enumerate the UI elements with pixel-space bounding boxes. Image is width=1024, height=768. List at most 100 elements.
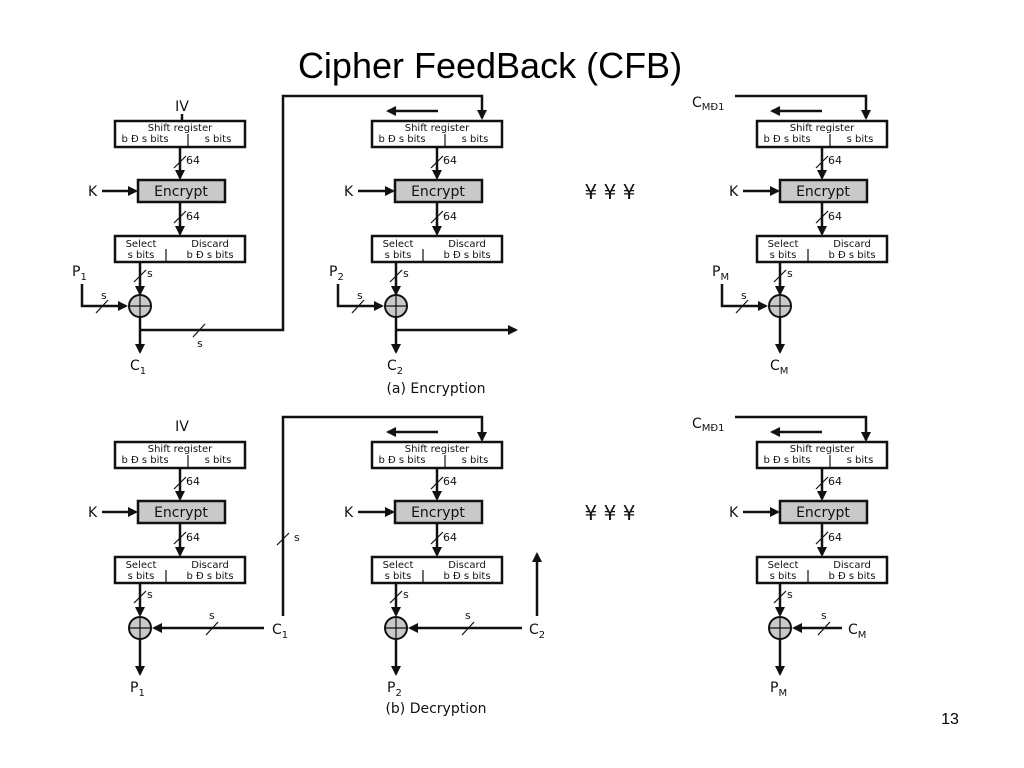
bus-slash [173, 531, 187, 545]
dec-select-discard-2 [370, 555, 504, 585]
enc-encrypt-box-1 [136, 178, 227, 204]
select-label: Select [383, 239, 414, 250]
bus-slash [773, 269, 787, 283]
s-label: s [403, 267, 409, 280]
discard-bits-label: b Đ s bits [443, 571, 490, 582]
encrypt-label: Encrypt [411, 184, 465, 200]
encryption-diagram: IV Shift register b Đ s bits s bits 64 K… [72, 94, 889, 397]
sr-right-label: s bits [205, 455, 232, 466]
s-label: s [209, 609, 215, 622]
enc-c2-label: C2 [387, 358, 403, 377]
dec-pm-label: PM [770, 680, 787, 699]
bus-slash [173, 155, 187, 169]
s-label: s [147, 588, 153, 601]
bus-slash [173, 476, 187, 490]
enc-stage-m: CMĐ1 Shift register b Đ s bits s bits 64… [692, 94, 889, 377]
bus-slash [276, 532, 290, 546]
slide-title: Cipher FeedBack (CFB) [298, 45, 682, 86]
dec-stage-2: Shift register b Đ s bits s bits 64 K En… [344, 427, 545, 699]
sr-left-label: b Đ s bits [121, 134, 168, 145]
discard-label: Discard [448, 239, 486, 250]
enc-p2-label: P2 [329, 264, 344, 283]
discard-label: Discard [833, 239, 871, 250]
width-64-label: 64 [828, 475, 842, 488]
dec-feedback-c1-to-stage-2 [281, 415, 487, 616]
discard-label: Discard [833, 560, 871, 571]
key-label: K [88, 505, 98, 521]
width-64-label: 64 [828, 531, 842, 544]
key-label: K [344, 505, 354, 521]
dec-encrypt-box-1 [136, 499, 227, 525]
sr-right-label: s bits [205, 134, 232, 145]
enc-encrypt-box-2 [393, 178, 484, 204]
bus-slash [430, 210, 444, 224]
width-64-label: 64 [828, 210, 842, 223]
select-bits-label: s bits [770, 571, 797, 582]
width-64-label: 64 [186, 210, 200, 223]
width-64-label: 64 [443, 154, 457, 167]
sr-right-label: s bits [847, 134, 874, 145]
bus-slash [173, 210, 187, 224]
dec-stage-1: IV Shift register b Đ s bits s bits 64 K… [88, 415, 487, 699]
encrypt-label: Encrypt [154, 184, 208, 200]
width-64-label: 64 [186, 475, 200, 488]
enc-stage-1: IV Shift register b Đ s bits s bits 64 K… [72, 94, 487, 377]
discard-bits-label: b Đ s bits [443, 250, 490, 261]
key-label: K [729, 184, 739, 200]
discard-bits-label: b Đ s bits [828, 250, 875, 261]
bus-slash [95, 299, 109, 314]
enc-iv-label: IV [175, 99, 189, 115]
s-label: s [197, 337, 203, 350]
s-label: s [465, 609, 471, 622]
enc-continuation-dots: ¥ ¥ ¥ [585, 180, 636, 204]
enc-shift-register-2 [370, 119, 504, 149]
enc-select-discard-1 [113, 234, 247, 264]
sr-right-label: s bits [462, 134, 489, 145]
discard-label: Discard [191, 239, 229, 250]
dec-shift-register-2 [370, 440, 504, 470]
sr-label: Shift register [790, 123, 855, 134]
enc-cm-1-label: CMĐ1 [692, 95, 725, 113]
select-bits-label: s bits [385, 571, 412, 582]
bus-slash [430, 531, 444, 545]
s-label: s [357, 289, 363, 302]
encrypt-label: Encrypt [796, 505, 850, 521]
key-label: K [344, 184, 354, 200]
enc-c1-label: C1 [130, 358, 146, 377]
sr-left-label: b Đ s bits [378, 455, 425, 466]
dec-select-discard-m [755, 555, 889, 585]
enc-pm-label: PM [712, 264, 729, 283]
dec-continuation-dots: ¥ ¥ ¥ [585, 501, 636, 525]
discard-label: Discard [191, 560, 229, 571]
encrypt-label: Encrypt [154, 505, 208, 521]
bus-slash [205, 621, 219, 636]
bus-slash [461, 621, 475, 636]
encrypt-label: Encrypt [411, 505, 465, 521]
dec-cm-1-feed [735, 415, 871, 442]
enc-feedback-c1-to-stage-2 [140, 94, 487, 332]
bus-slash [815, 210, 829, 224]
s-label: s [821, 609, 827, 622]
width-64-label: 64 [828, 154, 842, 167]
key-label: K [88, 184, 98, 200]
select-bits-label: s bits [128, 571, 155, 582]
dec-cm-label: CM [848, 622, 866, 641]
encrypt-label: Encrypt [796, 184, 850, 200]
width-64-label: 64 [443, 531, 457, 544]
enc-stage-2: Shift register b Đ s bits s bits 64 K En… [329, 106, 518, 377]
select-label: Select [768, 560, 799, 571]
enc-p1-label: P1 [72, 264, 87, 283]
sr-right-label: s bits [462, 455, 489, 466]
select-label: Select [383, 560, 414, 571]
bus-slash [192, 323, 206, 338]
dec-stage-m: CMĐ1 Shift register b Đ s bits s bits 64… [692, 415, 889, 699]
dec-select-discard-1 [113, 555, 247, 585]
key-label: K [729, 505, 739, 521]
sr-label: Shift register [148, 444, 213, 455]
sr-left-label: b Đ s bits [378, 134, 425, 145]
enc-pm-arrow [720, 284, 768, 311]
enc-select-discard-2 [370, 234, 504, 264]
sr-left-label: b Đ s bits [121, 455, 168, 466]
